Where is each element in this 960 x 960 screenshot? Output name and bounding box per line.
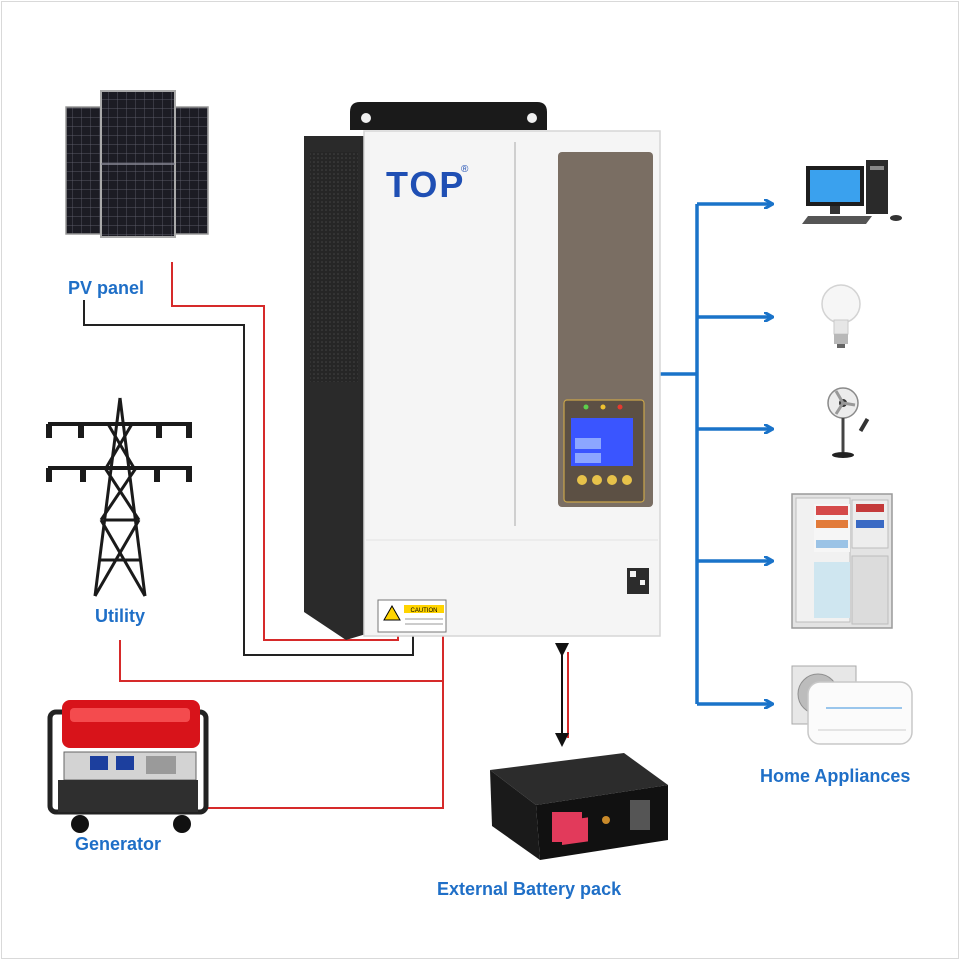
generator-icon — [47, 700, 209, 833]
battery-label: External Battery pack — [437, 879, 622, 899]
light-bulb-icon — [821, 284, 861, 348]
pv-panel-label: PV panel — [68, 278, 145, 298]
utility-red-wire — [119, 640, 443, 682]
brand-logo: TOP — [386, 164, 465, 205]
caution-label: CAUTION — [411, 608, 438, 614]
home-appliances-label: Home Appliances — [760, 766, 911, 786]
panel-button-1 — [577, 475, 587, 485]
panel-button-2 — [592, 475, 602, 485]
power-tower-icon — [46, 397, 192, 597]
generator-label: Generator — [75, 834, 162, 854]
pv-red-wire — [171, 262, 399, 641]
panel-button-4 — [622, 475, 632, 485]
generator-red-wire — [208, 628, 444, 809]
computer-icon — [802, 160, 902, 224]
registered-mark: ® — [461, 164, 469, 175]
refrigerator-icon — [791, 493, 893, 629]
air-conditioner-icon — [791, 665, 913, 745]
solar-panel-icon — [65, 90, 209, 238]
panel-button-3 — [607, 475, 617, 485]
output-distribution — [660, 204, 772, 704]
utility-label: Utility — [95, 606, 146, 626]
fan-icon — [827, 387, 870, 458]
inverter-unit: CAUTION TOP ® — [304, 102, 661, 640]
wiring — [83, 262, 569, 809]
battery-pack-icon — [490, 753, 668, 860]
pv-black-wire — [83, 300, 414, 656]
